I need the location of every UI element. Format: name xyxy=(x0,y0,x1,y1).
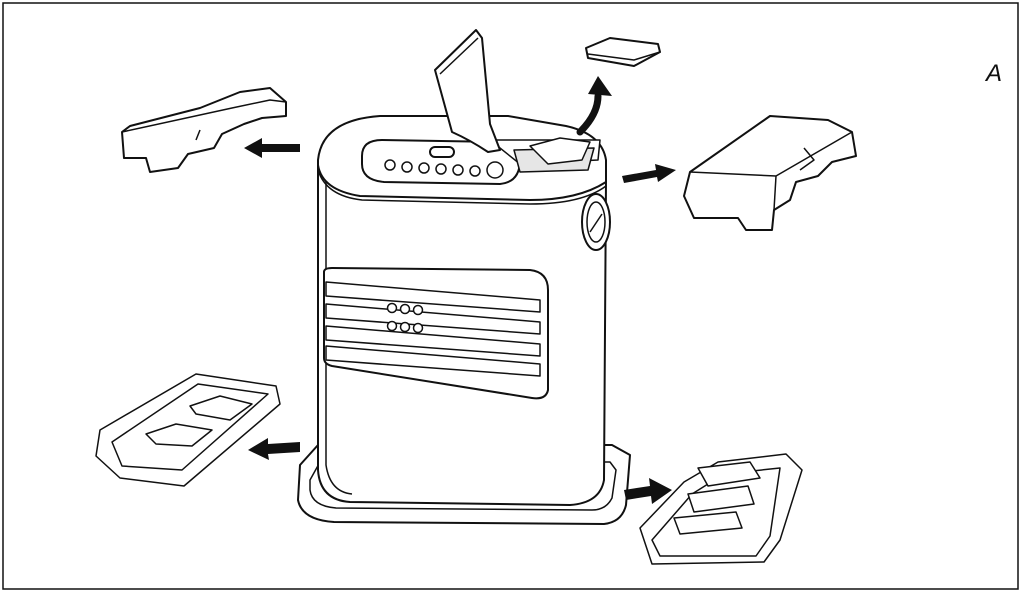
grille-knobs xyxy=(386,302,424,334)
packing-tray-bottom-left xyxy=(95,373,281,487)
control-buttons xyxy=(384,159,504,179)
display-window xyxy=(429,146,455,158)
packing-foam-top-right xyxy=(683,115,857,231)
figure-label: A xyxy=(986,60,1003,87)
open-lid-flap xyxy=(434,29,501,153)
arrow-left-top xyxy=(244,138,300,158)
packing-tray-bottom-right xyxy=(639,453,803,565)
arrow-left-bottom xyxy=(248,438,300,460)
arrow-up-lift xyxy=(576,92,602,136)
packing-foam-top-left xyxy=(121,87,287,173)
grille-louvers xyxy=(325,281,541,377)
direction-arrows xyxy=(244,138,676,504)
heater-unit xyxy=(297,29,631,525)
arrow-right-top xyxy=(622,164,676,183)
small-packing-pad xyxy=(585,37,661,67)
arrow-right-bottom xyxy=(624,478,672,504)
arrow-up-head xyxy=(588,76,612,96)
